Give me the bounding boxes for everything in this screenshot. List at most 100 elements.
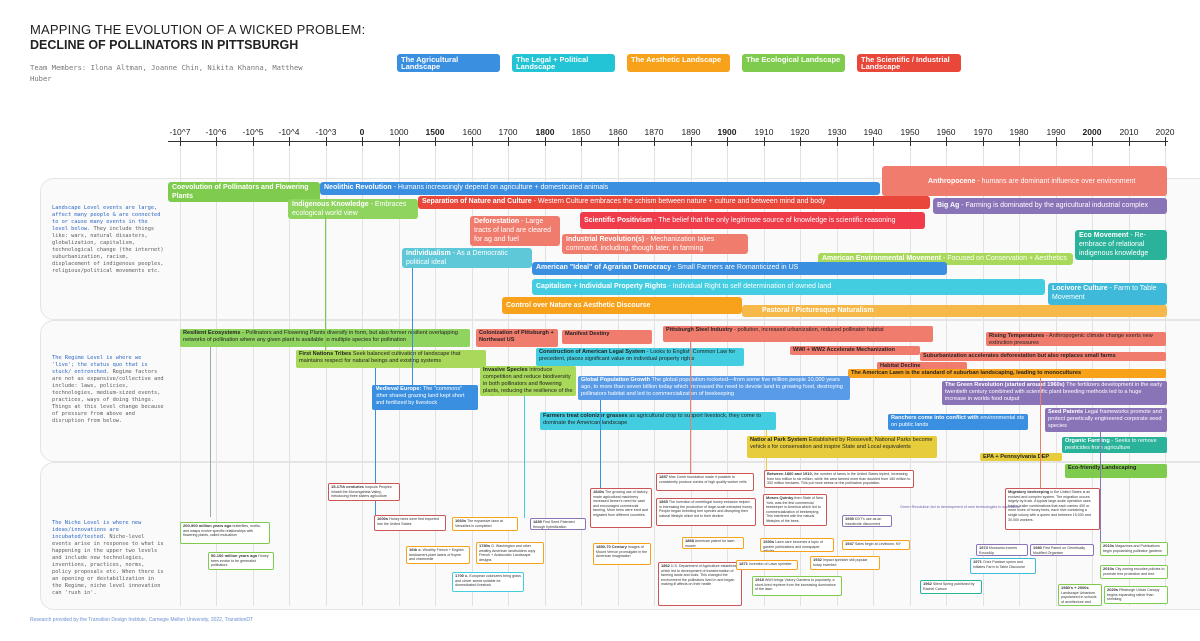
timeline-tick-label: 2000 xyxy=(1082,127,1102,137)
niche-event-lawn-mower-patent: 1868 American patent for lawn mower xyxy=(682,537,744,549)
timeline-tick-label: 0 xyxy=(359,127,365,137)
niche-event-first-seed-patent: 1839 First Seed Patented through hybridi… xyxy=(530,518,586,530)
niche-event-colonizer-seeds: 1700 c. European colonizers bring grass … xyxy=(452,572,524,592)
legend-label: The Agricultural Landscape xyxy=(401,55,459,71)
niche-event-urban-canopy: 2020s Pittsburgh Urban Canopy begins exp… xyxy=(1104,586,1168,604)
timeline-tick-label: 1800 xyxy=(535,127,555,137)
timeline-tick xyxy=(435,137,436,146)
timeline-tick xyxy=(691,137,692,146)
connector-line xyxy=(1100,432,1101,542)
connector-line xyxy=(210,347,211,517)
landscape-event-eco-movement: Eco Movement - Re-embrace of relational … xyxy=(1075,230,1167,260)
timeline-tick-label: 1500 xyxy=(425,127,445,137)
timeline-tick xyxy=(654,137,655,146)
landscape-level-body: They include things like: wars, natural … xyxy=(52,226,164,274)
footer-credit: Research provided by the Transition Desi… xyxy=(30,617,254,623)
timeline-tick-label: 1960 xyxy=(936,127,956,137)
regime-event-invasive-species: Invasive Species introduce competition a… xyxy=(480,366,576,396)
landscape-level-lead: Landscape Level events are large, affect… xyxy=(52,205,161,232)
landscape-event-separation-nature-culture: Separation of Nature and Culture - Weste… xyxy=(418,196,930,209)
timeline-gridline xyxy=(362,146,363,606)
landscape-event-agrarian-democracy: American "Ideal" of Agrarian Democracy -… xyxy=(532,262,947,275)
timeline-tick-label: 2010 xyxy=(1119,127,1139,137)
timeline-tick xyxy=(1129,137,1130,146)
niche-event-mount-vernon: 1850-70 Century Images of Mount Vernon p… xyxy=(593,543,651,565)
niche-event-honey-extractor: 1865 The invention of centrifugal honey … xyxy=(656,498,756,526)
regime-event-national-park-system: National Park System Established by Roos… xyxy=(747,436,937,458)
niche-event-generalist-pollinators: 50-100 million years ago Honey bees evol… xyxy=(208,552,274,570)
timeline-tick-label: 1860 xyxy=(608,127,628,137)
timeline-tick-label: 1850 xyxy=(571,127,591,137)
landscape-event-deforestation: Deforestation - Large tracts of land are… xyxy=(470,216,560,246)
timeline-tick-label: 1990 xyxy=(1046,127,1066,137)
timeline-tick xyxy=(1056,137,1057,146)
landscape-event-locivore-culture: Locivore Culture - Farm to Table Movemen… xyxy=(1048,283,1167,305)
regime-event-eco-friendly-landscaping: Eco-friendly Landscaping xyxy=(1065,464,1167,478)
timeline-tick xyxy=(362,137,363,146)
regime-event-pittsburgh-steel: Pittsburgh Steel Industry - pollution, i… xyxy=(663,326,933,342)
connector-line xyxy=(600,400,601,490)
landscape-event-anthropocene: Anthropocene - humans are dominant influ… xyxy=(882,166,1167,196)
niche-level-body: Niche-level events arise in response to … xyxy=(52,534,164,596)
niche-level-lead: The Niche Level is where new ideas/innov… xyxy=(52,520,142,540)
timeline-tick xyxy=(180,137,181,146)
regime-event-habitat-decline: Habitat Decline xyxy=(877,362,967,370)
landscape-event-coevolution: Coevolution of Pollinators and Flowering… xyxy=(168,182,320,202)
timeline-tick xyxy=(216,137,217,146)
timeline-tick xyxy=(581,137,582,146)
niche-event-honey-bees-imported: 1600s Honey bees were first imported int… xyxy=(374,515,446,531)
niche-event-lawn-sprinkler: 1871 Invention of Lawn sprinkler xyxy=(736,560,798,570)
connector-line xyxy=(412,268,413,385)
timeline-tick-label: 1600 xyxy=(462,127,482,137)
timeline-tick xyxy=(289,137,290,146)
timeline-gridline xyxy=(326,146,327,606)
timeline-tick-label: 2020 xyxy=(1155,127,1175,137)
niche-event-ddt: 1939 DDT's use as an insecticide discove… xyxy=(842,515,892,527)
regime-event-organic-farming: Organic Farming - Seeks to remove pestic… xyxy=(1062,437,1167,453)
green-revolution-note: Green Revolution led to development of n… xyxy=(900,505,1021,509)
niche-event-factory-machinery: 1840s The growing use of factory-made ag… xyxy=(590,488,652,528)
timeline-tick xyxy=(983,137,984,146)
timeline-tick-label: -10^6 xyxy=(205,127,227,137)
page-title-line1: MAPPING THE EVOLUTION OF A WICKED PROBLE… xyxy=(30,22,366,37)
timeline-tick-label: -10^4 xyxy=(278,127,300,137)
niche-event-landscape-urbanism: 1980's + 2000s Landscape Urbanism popula… xyxy=(1058,584,1102,606)
niche-event-roundup: 1974 Monsanto invents RoundUp xyxy=(976,544,1028,556)
niche-event-impact-sprinkler: 1932 Impact sprinkler still popular toda… xyxy=(810,556,880,570)
timeline-tick xyxy=(1092,137,1093,146)
niche-event-moses-quinby: Moses Quinby from State of New York, was… xyxy=(763,494,827,526)
landscape-event-pastoral-naturalism: Pastoral / Picturesque Naturalism xyxy=(742,305,1167,317)
timeline-gridline xyxy=(435,146,436,606)
timeline-tick xyxy=(837,137,838,146)
timeline-tick-label: 1900 xyxy=(717,127,737,137)
landscape-event-big-ag: Big Ag - Farming is dominated by the agr… xyxy=(933,198,1167,214)
landscape-event-neolithic: Neolithic Revolution - Humans increasing… xyxy=(320,182,880,195)
regime-event-suburbanization: Suburbanization accelerates deforestatio… xyxy=(920,352,1166,361)
niche-event-levittown: 1947 Sales begin at Levittown, NY xyxy=(842,540,910,550)
connector-line xyxy=(690,342,691,474)
niche-event-silent-spring: 1962 Silent Spring published by Rachel C… xyxy=(920,580,982,594)
niche-event-mutualism: 200-900 million years ago butterflies, m… xyxy=(180,522,270,544)
connector-line xyxy=(325,215,326,350)
timeline-tick-label: -10^5 xyxy=(242,127,264,137)
regime-event-colonization-pittsburgh: Colonization of Pittsburgh + Northeast U… xyxy=(476,329,558,347)
timeline-gridline xyxy=(289,146,290,606)
niche-event-comb-foundation: 1857 Max Comb foundation made it possibl… xyxy=(656,473,754,491)
timeline-tick xyxy=(618,137,619,146)
timeline-gridline xyxy=(399,146,400,606)
timeline-tick xyxy=(873,137,874,146)
page-title-line2: DECLINE OF POLLINATORS IN PITTSBURGH xyxy=(30,38,299,52)
niche-event-thyme-lawns: 16th c. Wealthy French + English landown… xyxy=(406,546,470,564)
timeline-tick xyxy=(727,137,728,146)
niche-event-chez-panisse: 1971 Chez Panisse opens and initiates Fa… xyxy=(970,558,1036,574)
niche-event-victory-gardens: 1918 WWI brings Victory Gardens to popul… xyxy=(752,576,842,596)
legend-ecological: The Ecological Landscape xyxy=(742,54,845,72)
connector-line xyxy=(375,368,376,516)
regime-event-ranchers-conflict: Ranchers come into conflict with environ… xyxy=(888,414,1028,430)
niche-event-lawn-care-publications: 1930s Lawn care becomes a topic of garde… xyxy=(760,538,834,552)
timeline-tick xyxy=(399,137,400,146)
niche-event-tree-zoning: 2010s City zoning encodes policies to pr… xyxy=(1100,565,1168,579)
regime-event-american-lawn: The American Lawn is the standard of sub… xyxy=(848,369,1166,378)
timeline-tick xyxy=(508,137,509,146)
regime-event-wwi-ww2: WWI + WW2 Accelerate Mechanization xyxy=(790,346,920,355)
